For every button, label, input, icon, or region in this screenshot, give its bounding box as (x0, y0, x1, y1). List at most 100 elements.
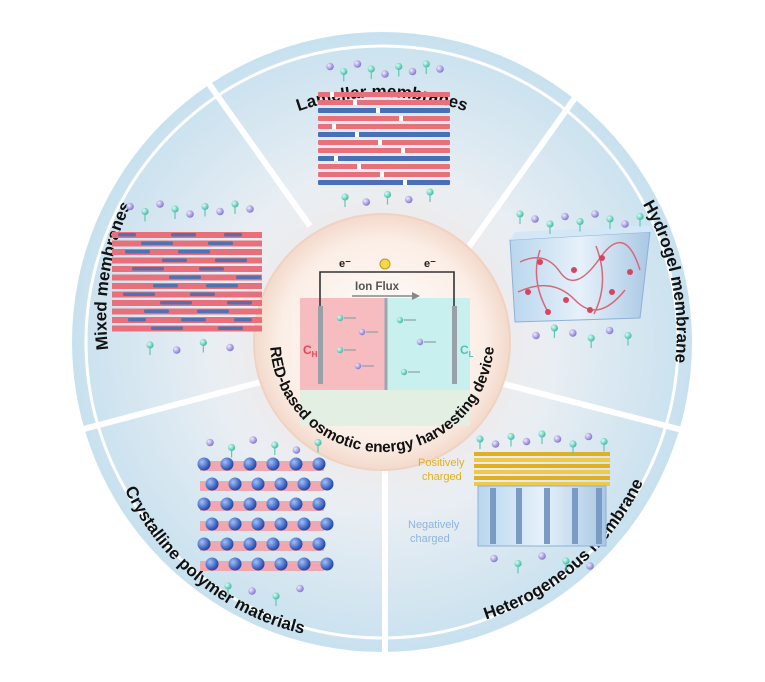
low-concentration-chamber (386, 298, 470, 390)
crystalline-polymer-illustration (197, 436, 334, 606)
positive-label-line1: Positively (418, 457, 465, 469)
hydrogel-crosslink (599, 255, 605, 261)
mixed-layer (112, 266, 262, 272)
negative-label-line1: Negatively (408, 519, 460, 531)
lamellar-nanosheet (318, 124, 450, 129)
mixed-ion-cation (171, 205, 179, 213)
hydrogel-ion-cation (624, 331, 632, 340)
device-base (300, 390, 470, 426)
mixed-filler (162, 258, 187, 262)
crystalline-layer (200, 541, 324, 551)
crystalline-layer (200, 501, 324, 511)
mixed-filler (123, 292, 141, 296)
red-device: e⁻ e⁻ Ion Flux CH CL (300, 258, 474, 426)
lamellar-gap (355, 132, 359, 137)
hydrogel-ion-anion (569, 329, 577, 337)
crystalline-node (274, 517, 288, 531)
device-ion (396, 316, 404, 324)
mixed-filler (220, 284, 238, 288)
mixed-filler (171, 233, 196, 237)
crystalline-framework (197, 457, 334, 571)
mixed-ion-cation (231, 200, 239, 208)
hetero-ions (476, 430, 608, 574)
crystalline-ion-anion (292, 446, 301, 454)
crystalline-node (228, 477, 242, 491)
electron-right: e⁻ (424, 258, 436, 270)
mixed-filler (153, 284, 178, 288)
lamellar-gap (330, 92, 334, 97)
crystalline-ion-cation (314, 438, 322, 447)
crystalline-node (205, 517, 219, 531)
crystalline-node (243, 537, 257, 551)
hetero-pores (490, 488, 602, 544)
high-concentration-chamber (300, 298, 386, 390)
ion-flux-arrowhead (412, 292, 420, 300)
crystalline-node (289, 457, 303, 471)
mixed-ion-cation (199, 338, 207, 347)
lamellar-gap (401, 148, 405, 153)
lamellar-nanosheet (318, 100, 450, 105)
lamellar-ion-anion (408, 67, 417, 76)
crystalline-node (289, 537, 303, 551)
hetero-ion-cation (562, 557, 570, 565)
crystalline-ion-cation (271, 441, 279, 449)
mixed-membrane-illustration (112, 200, 262, 355)
mixed-layer (112, 308, 262, 315)
crystalline-node (274, 557, 288, 571)
mixed-filler (190, 292, 215, 296)
heterogeneous-membrane-illustration: Positively charged Negatively charged (408, 430, 610, 574)
hydrogel-crosslink (525, 289, 531, 295)
mixed-filler (146, 267, 164, 271)
lamellar-nanosheet (318, 108, 450, 113)
hydrogel-ions (516, 210, 644, 348)
mixed-layer (112, 240, 262, 247)
mixed-filler (137, 292, 155, 296)
crystalline-ion-cation (228, 443, 236, 452)
crystalline-node (320, 477, 334, 491)
device-ion (416, 338, 424, 346)
crystalline-ion-cation (224, 582, 232, 590)
lamellar-ion-anion (362, 198, 371, 206)
positive-label-line2: charged (422, 471, 462, 483)
lamellar-gap (353, 100, 357, 105)
mixed-layer (112, 325, 262, 332)
mixed-filler (227, 301, 252, 305)
crystalline-node (205, 557, 219, 571)
crystalline-node (220, 497, 234, 511)
hydrogel-ion-anion (531, 215, 539, 223)
crystalline-node (243, 497, 257, 511)
hetero-positive-sheet (474, 476, 610, 480)
hetero-pore (572, 488, 578, 544)
lamellar-gap (332, 124, 336, 129)
hetero-ion-cation (600, 437, 608, 446)
mixed-layer (112, 283, 262, 289)
crystalline-ion-anion (206, 438, 214, 447)
hydrogel-membrane-illustration (509, 210, 655, 348)
mixed-ion-anion (172, 346, 181, 354)
hetero-positive-layer (474, 452, 610, 486)
lamellar-gap (357, 164, 361, 169)
mixed-filler (206, 284, 224, 288)
mixed-filler (165, 326, 183, 330)
lamellar-ion-cation (422, 60, 430, 68)
hydrogel-crosslink (587, 307, 593, 313)
crystalline-node (251, 517, 265, 531)
mixed-filler (192, 250, 210, 254)
circuit-wire (319, 271, 455, 306)
hetero-pore (490, 488, 496, 544)
bulb-icon (379, 258, 391, 270)
mixed-filler (151, 326, 169, 330)
electron-left: e⁻ (339, 258, 351, 270)
mixed-filler (125, 250, 150, 254)
hydrogel-ion-anion (532, 331, 540, 340)
mixed-ion-cation (201, 202, 209, 211)
hydrogel-crosslink (537, 259, 543, 265)
mixed-filler (229, 258, 247, 262)
mixed-filler (215, 258, 233, 262)
lamellar-ion-cation (340, 67, 348, 76)
lamellar-membrane-illustration (318, 60, 450, 207)
lamellar-ion-anion (404, 195, 413, 204)
hetero-ion-anion (584, 432, 593, 441)
mixed-ion-anion (226, 343, 234, 352)
